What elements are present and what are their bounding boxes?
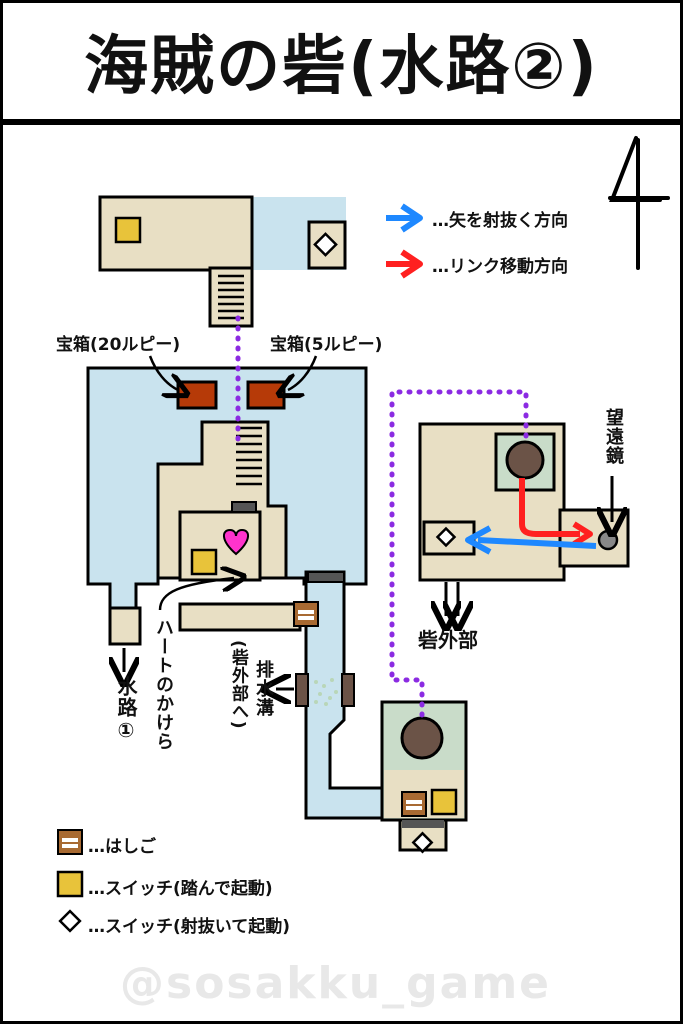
fort-exterior-label: 砦外部 — [418, 628, 478, 652]
link-move-arrow — [519, 478, 580, 537]
drain-sub-label: (砦外部へ) — [228, 640, 248, 730]
treasure-chest-20 — [176, 380, 218, 410]
arrow-switch-icon — [435, 526, 457, 548]
legend-arrow-switch-label: …スイッチ(射抜いて起動) — [88, 917, 291, 937]
drop-path-dots — [235, 315, 529, 721]
page-title: 海賊の砦(水路②) — [84, 30, 599, 104]
lower-corridor — [178, 570, 384, 820]
ladder-icon — [401, 791, 427, 817]
heart-piece-label: ハートのかけら — [153, 618, 174, 751]
legend-floor-switch: …スイッチ(踏んで起動) — [88, 874, 273, 899]
ladder-icon — [293, 601, 319, 627]
legend-arrow-shoot-label: …矢を射抜く方向 — [432, 211, 568, 231]
bottom-right-room — [380, 700, 468, 854]
waterway1-label: 水路① — [114, 676, 138, 743]
legend-arrow-switch: …スイッチ(射抜いて起動) — [88, 912, 290, 937]
legend-floor-switch-label: …スイッチ(踏んで起動) — [88, 879, 273, 899]
compass-n-icon — [608, 136, 670, 270]
floor-switch-icon — [430, 788, 458, 816]
floor-switch-icon — [114, 216, 142, 244]
floor-switch-icon — [190, 548, 218, 576]
telescope-label: 望遠鏡 — [603, 408, 624, 465]
arrow-shot-line — [477, 537, 597, 549]
arrow-switch-icon — [313, 232, 338, 257]
chest-5-label: 宝箱(5ルピー) — [270, 335, 383, 355]
legend-link-move-label: …リンク移動方向 — [432, 257, 568, 277]
main-room — [86, 366, 368, 646]
title-bar: 海賊の砦(水路②) — [0, 0, 683, 125]
floor-switch-icon — [56, 870, 84, 898]
treasure-chest-5 — [246, 380, 286, 410]
ladder-icon — [57, 829, 83, 855]
right-room — [418, 422, 630, 616]
drain-label: 排水溝 — [253, 660, 274, 717]
chest-20-label: 宝箱(20ルピー) — [56, 335, 181, 355]
heart-piece-icon — [223, 528, 249, 556]
arrow-switch-icon — [58, 909, 82, 933]
legend-ladder-label: …はしご — [88, 837, 156, 857]
arrow-switch-icon — [411, 831, 434, 854]
top-room — [98, 195, 347, 328]
watermark: @sosakku_game — [120, 958, 552, 1009]
telescope-icon — [597, 529, 619, 551]
legend-ladder: …はしご — [88, 832, 156, 857]
